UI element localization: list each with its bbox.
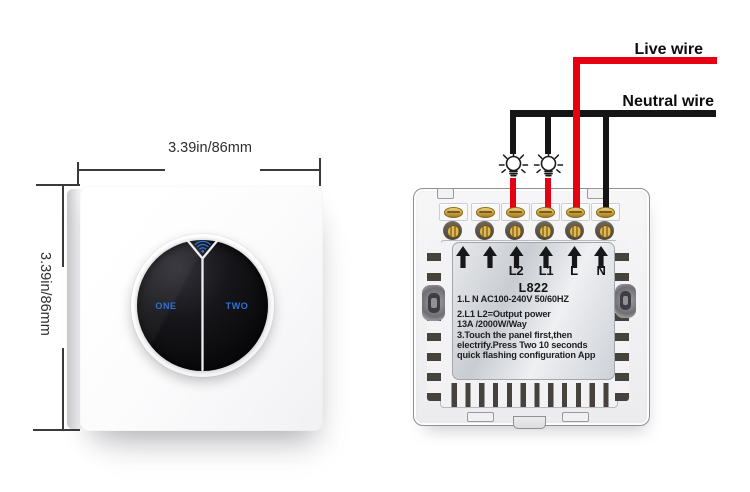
plate-bottom-notch [467,412,494,422]
neutral-wire-to-lamp2 [545,110,551,154]
terminal-screw-flat [596,207,615,218]
neutral-wire-bus [510,110,716,117]
terminal-screw-round [535,221,554,240]
terminal-screw-flat [506,207,525,218]
dimension-tick [77,162,79,186]
spec-label: L2 L1 L N L822 1.L N AC100-240V 50/60HZ … [452,242,615,380]
terminal-label-l: L [570,263,578,278]
mounting-hole-left-core [431,298,437,308]
neutral-wire-to-terminal-n [603,110,609,209]
plate-bottom-notch [562,412,589,422]
terminal-label-l1: L1 [538,263,554,278]
terminal-screw-round [565,221,584,240]
terminal-screw-round [505,221,524,240]
terminal-label-l2: L2 [508,263,524,278]
button-one-label: ONE [155,301,177,311]
spec-line-3: 13A /2000W/Way [457,319,527,329]
terminal-label-n: N [596,263,606,278]
terminal-screw-round [475,221,494,240]
spec-line-4: 3.Touch the panel first,then [457,330,573,340]
terminal-screw-round [443,221,462,240]
panel-side-edge [67,189,82,429]
terminal-screw-flat [444,207,463,218]
dial-divider [186,240,219,371]
plate-top-notch [587,188,604,199]
module-bottom-fins [443,383,614,407]
dimension-height-label: 3.39in/86mm [37,252,53,336]
terminal-arrow-icons [456,246,608,268]
plate-top-notch [437,188,454,199]
dimension-tick [33,429,80,431]
lamp2-wire-to-terminal-l1 [545,178,551,209]
mounting-hole-right-core [623,296,628,305]
live-wire-label: Live wire [634,41,703,58]
live-wire-to-terminal-l [573,57,580,209]
wifi-icon [194,240,211,253]
terminal-screw-flat [566,207,585,218]
spec-line-1: 1.L N AC100-240V 50/60HZ [457,294,569,304]
plate-bottom-tab [513,416,546,429]
light-bulb-icon [533,150,564,177]
button-two-label: TWO [225,301,249,311]
dimension-width-label: 3.39in/86mm [168,140,252,156]
module-side-ribs [615,241,629,401]
spec-line-5: electrify.Press Two 10 seconds [457,340,588,350]
dimension-height-line [62,186,64,267]
dimension-width-line [78,169,165,171]
model-number: L822 [518,281,549,295]
spec-line-6: quick flashing configuration App [457,350,596,360]
dimension-width-line [260,169,321,171]
dimension-tick [319,158,321,186]
dimension-tick [36,184,80,186]
spec-line-2: 2.L1 L2=Output power [457,309,551,319]
module-side-ribs [427,241,441,401]
terminal-screw-flat [536,207,555,218]
neutral-wire-label: Neutral wire [622,93,714,110]
neutral-wire-to-lamp1 [510,110,516,154]
terminal-screw-round [595,221,614,240]
dimension-height-line [62,348,64,429]
terminal-screw-flat [476,207,495,218]
lamp1-wire-to-terminal-l2 [510,178,516,209]
light-bulb-icon [498,150,529,177]
live-wire-bus [573,57,717,64]
